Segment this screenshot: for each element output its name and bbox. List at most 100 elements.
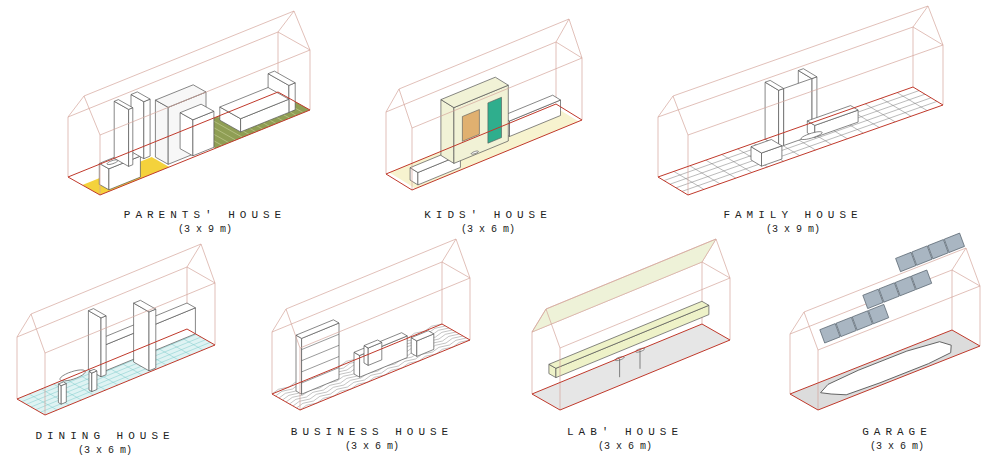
gable-edge [966,248,980,286]
house-illustration [532,239,730,410]
wall-edge [412,58,582,128]
gable-edge [569,19,582,58]
furniture-side [58,384,61,404]
door-green [488,97,502,143]
gable-edge [673,96,688,135]
wall-edge [412,128,413,190]
floor-edge [17,329,215,415]
house-name: KIDS' HOUSE [424,209,552,221]
wall-edge [100,135,101,195]
wall-edge [952,270,980,286]
floor-edge [790,330,980,410]
wall-edge [790,334,791,394]
wall-edge [442,262,443,324]
wall-edge [300,278,470,348]
furniture-top [364,340,382,348]
furniture-top [502,95,561,121]
floor-edge [68,92,310,195]
house-illustration [17,244,215,415]
wall-edge [560,278,730,348]
gable-edge [716,239,730,278]
house-illustration [790,233,980,410]
furniture-front [779,89,784,148]
ridge-line [31,244,201,314]
wall-edge [688,135,689,195]
shelf-line [302,357,339,372]
dimension: (3 x 6 m) [870,441,924,452]
furniture-top [180,104,214,120]
house-illustration [272,239,470,410]
gable-edge [532,309,546,332]
gable-edge [286,309,300,348]
wall-edge [790,270,952,334]
house-name: PARENTS' HOUSE [124,209,286,221]
ridge-line [286,239,456,309]
gable-edge [386,89,399,112]
wall-edge [943,45,944,105]
ridge-line [399,19,569,89]
furniture-front [92,371,97,392]
gable-edge [84,96,100,135]
stool-leg [619,359,620,378]
stool-leg [640,350,641,369]
wall-edge [556,42,582,58]
wall-edge [45,353,46,415]
house-illustration [68,11,310,195]
furniture-top [134,300,156,312]
wall-edge [272,332,273,394]
wall-edge [980,286,981,346]
wall-edge [272,262,442,332]
gable-edge [928,6,943,45]
furniture-top [296,320,339,339]
furniture-front [556,305,709,377]
floor-edge [658,87,943,195]
wall-edge [730,278,731,340]
round-table [801,132,822,140]
solar-panel [944,233,964,252]
furniture-front [129,108,133,167]
dimension: (3 x 6 m) [345,441,399,452]
house-illustration [386,19,582,190]
wall-edge [658,117,659,177]
wall-edge [300,348,301,410]
wall-edge [532,332,533,394]
gable-edge [294,11,310,50]
wall-edge [442,262,470,278]
wall-edge [913,27,943,45]
furniture-front [144,99,150,159]
wall-edge [582,58,583,120]
furniture-side [114,101,128,166]
gable-edge [68,96,84,117]
furniture-top [114,100,133,110]
gable-edge [913,6,928,27]
floor-edge [532,324,730,410]
dimension: (3 x 6 m) [598,441,652,452]
gable-edge [17,314,31,337]
furniture-side [354,352,360,377]
furniture-top [131,92,150,102]
wall-edge [278,32,310,50]
round-table [471,151,478,154]
furniture-front [101,316,106,377]
ridge-line [546,239,716,309]
dimension: (3 x 9 m) [766,224,820,235]
dimension: (3 x 9 m) [178,224,232,235]
furniture-front [289,83,295,113]
house-name: BUSINESS HOUSE [291,426,453,438]
furniture-top [155,85,206,108]
wall-edge [68,117,69,177]
wall-edge [913,27,914,87]
shelf-line [302,334,339,349]
wall-edge [470,278,471,340]
gable-edge [201,244,215,283]
gable-edge [952,248,966,270]
furniture-top [268,71,295,85]
wall-edge [386,112,387,174]
gable-edge [546,309,560,348]
house-name: FAMILY HOUSE [723,209,862,221]
floor-finish [790,330,980,410]
wall-edge [45,283,215,353]
floor-edge [386,104,582,190]
